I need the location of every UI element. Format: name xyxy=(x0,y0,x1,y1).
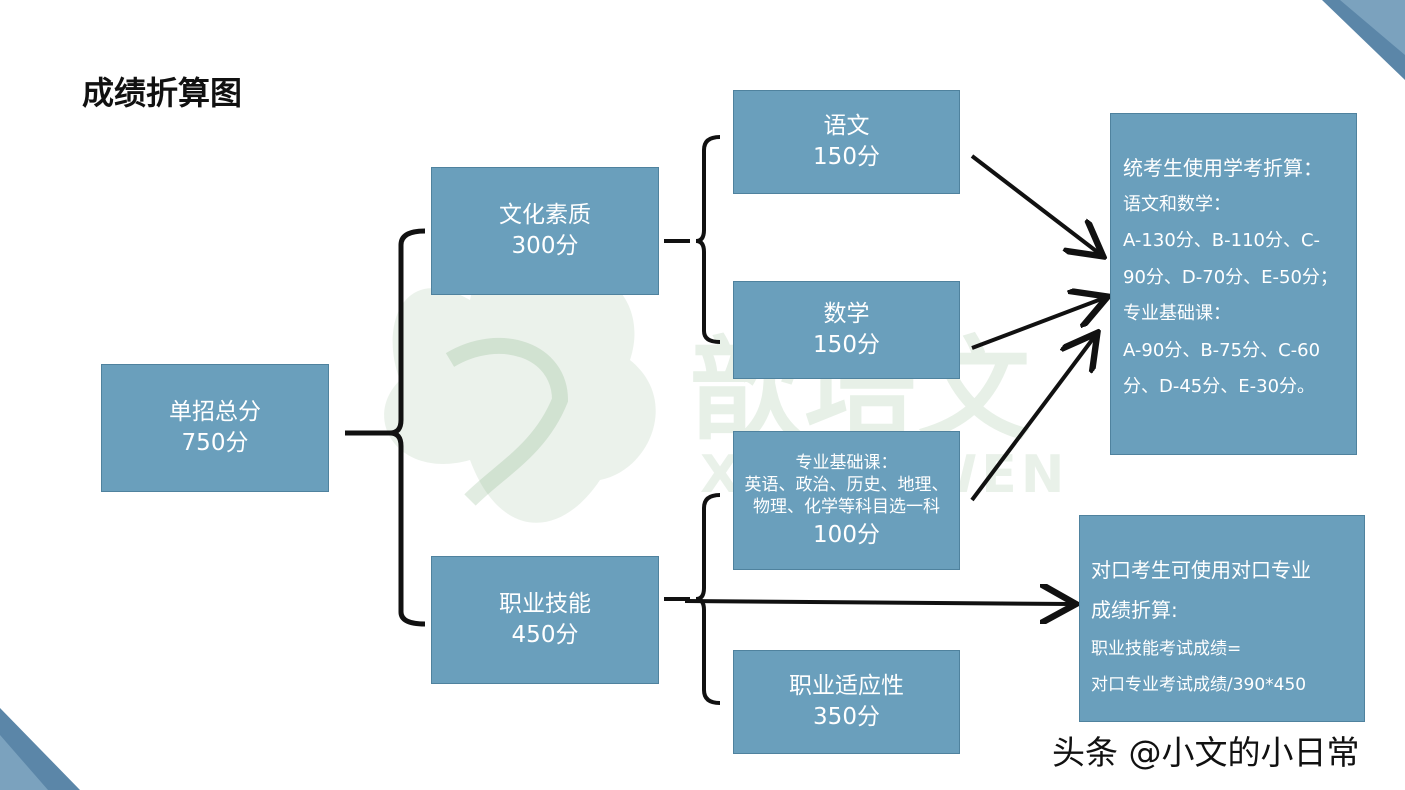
total-label: 单招总分 xyxy=(169,399,261,425)
arrow-chinese xyxy=(970,154,1100,254)
culture-box: 文化素质 300分 xyxy=(431,167,659,295)
math-box: 数学 150分 xyxy=(733,281,960,379)
bottom-left-triangle-light xyxy=(0,735,48,790)
counter-line2: 对口专业考试成绩/390*450 xyxy=(1091,675,1307,695)
chinese-label: 语文 xyxy=(823,113,870,139)
unified-line5: A-90分、B-75分、C-60 xyxy=(1123,339,1321,361)
counter-head2: 成绩折算: xyxy=(1091,598,1178,622)
adaptability-box: 职业适应性 350分 xyxy=(733,650,960,754)
counterpart-exam-box: 对口考生可使用对口专业 成绩折算: 职业技能考试成绩= 对口专业考试成绩/390… xyxy=(1079,515,1365,722)
basic-course-box: 专业基础课： 英语、政治、历史、地理、物理、化学等科目选一科 100分 xyxy=(733,431,960,570)
top-right-triangle-light xyxy=(1340,0,1405,55)
skill-label: 职业技能 xyxy=(499,591,591,617)
culture-score: 300分 xyxy=(511,233,579,259)
unified-exam-box: 统考生使用学考折算： 语文和数学： A-130分、B-110分、C- 90分、D… xyxy=(1110,113,1357,455)
adapt-score: 350分 xyxy=(813,704,880,730)
chinese-box: 语文 150分 xyxy=(733,90,960,194)
adapt-label: 职业适应性 xyxy=(789,673,904,699)
skill-score: 450分 xyxy=(511,622,579,648)
unified-line6: 分、D-45分、E-30分。 xyxy=(1123,376,1316,397)
unified-head: 统考生使用学考折算： xyxy=(1123,156,1323,180)
unified-line4: 专业基础课： xyxy=(1123,303,1231,324)
basic-desc: 英语、政治、历史、地理、物理、化学等科目选一科 xyxy=(744,474,949,517)
arrow-math xyxy=(971,298,1104,350)
unified-line1: 语文和数学： xyxy=(1123,193,1231,215)
arrow-skill xyxy=(684,601,1072,604)
total-score: 750分 xyxy=(181,430,249,456)
counter-head1: 对口考生可使用对口专业 xyxy=(1091,558,1311,582)
skill-brace xyxy=(695,493,721,705)
counter-line1: 职业技能考试成绩= xyxy=(1091,639,1242,659)
main-brace xyxy=(389,228,426,627)
basic-score: 100分 xyxy=(813,521,880,548)
arrow-basic xyxy=(970,336,1095,502)
chinese-score: 150分 xyxy=(813,144,880,170)
basic-label: 专业基础课： xyxy=(795,452,898,473)
footer-credit: 头条 @小文的小日常 xyxy=(1052,733,1360,772)
unified-line2: A-130分、B-110分、C- xyxy=(1123,230,1321,251)
culture-label: 文化素质 xyxy=(499,202,591,228)
math-label: 数学 xyxy=(823,301,870,327)
total-score-box: 单招总分 750分 xyxy=(101,364,329,492)
page-title: 成绩折算图 xyxy=(82,74,243,112)
skill-box: 职业技能 450分 xyxy=(431,556,659,684)
math-score: 150分 xyxy=(813,332,880,358)
unified-line3: 90分、D-70分、E-50分； xyxy=(1123,266,1338,288)
culture-brace xyxy=(695,135,721,344)
